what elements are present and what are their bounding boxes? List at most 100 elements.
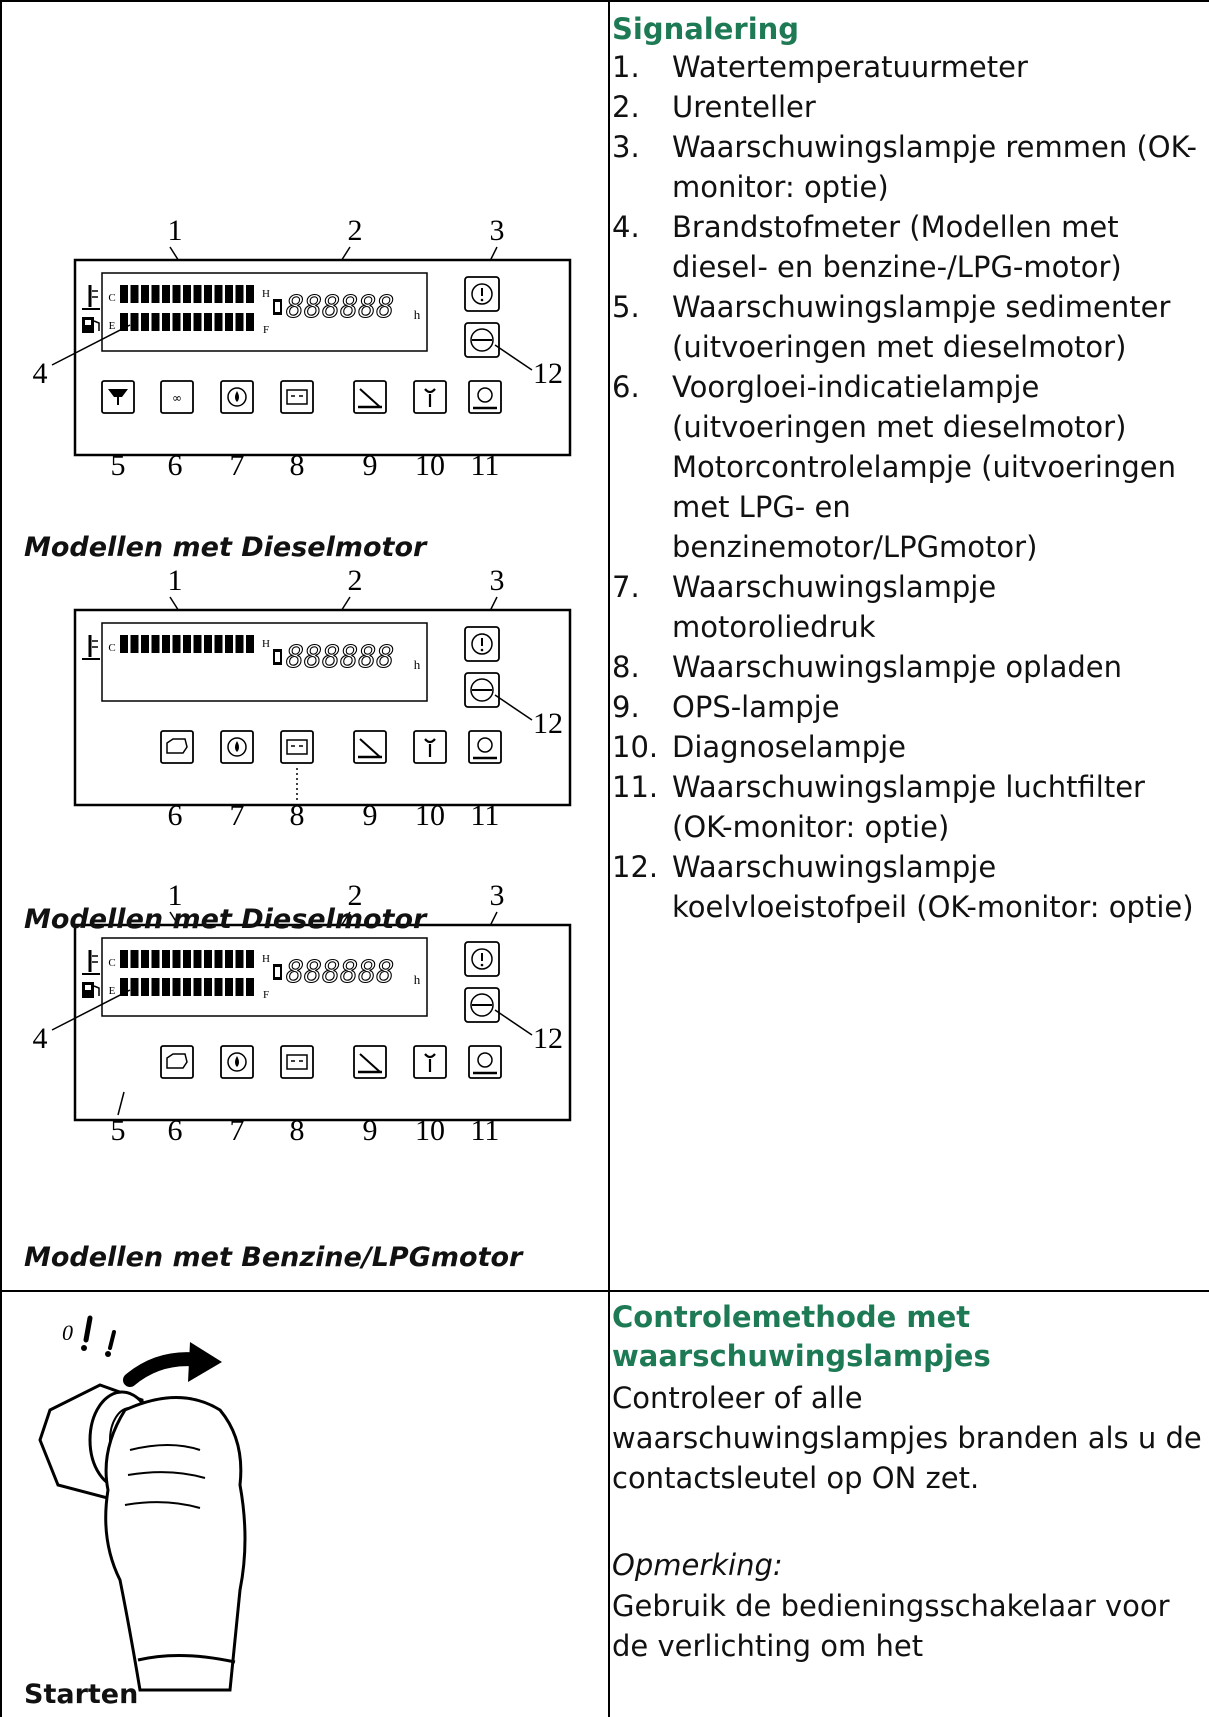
hourglass-icon [273, 299, 282, 315]
callout-number: 2 [348, 564, 363, 597]
callout-number: 4 [33, 357, 48, 390]
item-text: Waarschuwingslampje motoroliedruk [672, 570, 997, 644]
gauge-label-c: C [108, 292, 115, 304]
gauge-label-e: E [109, 985, 116, 997]
callout-number: 1 [168, 214, 183, 247]
callout-number: 12 [533, 707, 563, 740]
item-number: 9. [612, 690, 640, 724]
oil-pressure-icon [220, 380, 254, 414]
glow-plug-icon [160, 1045, 194, 1079]
wrench-icon [413, 1045, 447, 1079]
battery-icon [280, 730, 314, 764]
panel-caption-3: Modellen met Benzine/LPGmotor [24, 1242, 523, 1273]
callout-number: 9 [363, 1114, 378, 1147]
panel-caption-1: Modellen met Dieselmotor [24, 532, 427, 563]
hour-unit-label: h [414, 972, 421, 987]
callout-number: 9 [363, 449, 378, 482]
item-text: Watertemperatuurmeter [672, 50, 1028, 84]
callout-number: 8 [290, 449, 305, 482]
air-filter-icon [468, 1045, 502, 1079]
callout-number: 10 [415, 799, 445, 832]
callout-number: 12 [533, 1022, 563, 1055]
callout-number: 11 [471, 449, 500, 482]
signalering-item: 3.Waarschuwingslampje remmen (OK-monitor… [612, 127, 1202, 207]
ops-seat-icon [353, 1045, 387, 1079]
gauge-label-h: H [262, 288, 270, 300]
callout-number: 5 [111, 1114, 126, 1147]
leader-line [117, 1091, 125, 1116]
item-number: 5. [612, 290, 640, 324]
wrench-icon [413, 380, 447, 414]
callout-number: 10 [415, 449, 445, 482]
hourglass-icon [273, 964, 282, 980]
leader-line [494, 344, 533, 371]
callout-number: 8 [290, 1114, 305, 1147]
item-number: 6. [612, 370, 640, 404]
signalering-item: 4. Brandstofmeter (Modellen met diesel- e… [612, 207, 1202, 287]
table-border-top [0, 0, 1209, 2]
battery-icon [280, 380, 314, 414]
item-text: Waarschuwingslampje sedimenter (uitvoeri… [672, 290, 1171, 364]
sedimenter-icon [101, 380, 135, 414]
callout-number: 1 [168, 879, 183, 912]
controle-paragraph: Controleer of alle waarschuwingslampjes … [612, 1381, 1202, 1495]
coolant-level-icon [464, 672, 500, 708]
leader-line [494, 1009, 533, 1036]
hour-meter-digits: 888888 [286, 290, 394, 325]
callout-number: 6 [168, 799, 183, 832]
item-number: 1. [612, 50, 640, 84]
item-number: 4. [612, 210, 640, 244]
hour-meter-digits: 888888 [286, 955, 394, 990]
gauge-label-f: F [263, 324, 269, 336]
item-number: 7. [612, 570, 640, 604]
callout-number: 8 [290, 799, 305, 832]
controle-heading-line1: Controlemethode met [612, 1300, 971, 1334]
callout-number: 1 [168, 564, 183, 597]
temperature-bar [120, 285, 254, 303]
temperature-icon [82, 285, 100, 310]
hour-unit-label: h [414, 307, 421, 322]
temperature-icon [82, 635, 100, 660]
controle-note-paragraph: Gebruik de bedieningsschakelaar voor de … [612, 1589, 1170, 1663]
temperature-bar [120, 950, 254, 968]
glow-plug-icon [160, 730, 194, 764]
gauge-label-c: C [108, 642, 115, 654]
signalering-item: 5. Waarschuwingslampje sedimenter (uitvoe… [612, 287, 1202, 367]
coolant-level-icon [464, 987, 500, 1023]
item-text: Waarschuwingslampje koelvloeistofpeil (O… [672, 850, 1194, 924]
signalering-item: 6.Voorgloei-indicatielampje (uitvoeringe… [612, 367, 1202, 567]
gauge-label-c: C [108, 957, 115, 969]
signalering-item: 12.Waarschuwingslampje koelvloeistofpeil… [612, 847, 1202, 927]
table-row-divider [0, 1290, 1209, 1292]
hour-unit-label: h [414, 657, 421, 672]
callout-number: 6 [168, 1114, 183, 1147]
callout-number: 4 [33, 1022, 48, 1055]
signalering-item: 7. Waarschuwingslampje motoroliedruk [612, 567, 1202, 647]
svg-text:∞: ∞ [172, 391, 182, 405]
signalering-item: 11.Waarschuwingslampje luchtfilter (OK-m… [612, 767, 1202, 847]
signalering-item: 9.OPS-lampje [612, 687, 1202, 727]
item-number: 3. [612, 130, 640, 164]
callout-number: 12 [533, 357, 563, 390]
temperature-icon [82, 950, 100, 975]
item-number: 2. [612, 90, 640, 124]
callout-number: 9 [363, 799, 378, 832]
hourglass-icon [273, 649, 282, 665]
brake-warning-icon [464, 626, 500, 662]
panel-caption-2: Modellen met Dieselmotor [24, 904, 427, 935]
item-number: 11. [612, 770, 659, 804]
controle-heading-line2: waarschuwingslampjes [612, 1339, 991, 1373]
callout-number: 6 [168, 449, 183, 482]
oil-pressure-icon [220, 1045, 254, 1079]
callout-number: 7 [230, 799, 245, 832]
item-text: Brandstofmeter (Modellen met diesel- en … [672, 210, 1122, 284]
callout-number: 7 [230, 1114, 245, 1147]
callout-number: 3 [490, 564, 505, 597]
leader-line [51, 324, 131, 366]
item-text: Urenteller [672, 90, 816, 124]
item-text: Waarschuwingslampje opladen [672, 650, 1122, 684]
item-text: Diagnoselampje [672, 730, 907, 764]
